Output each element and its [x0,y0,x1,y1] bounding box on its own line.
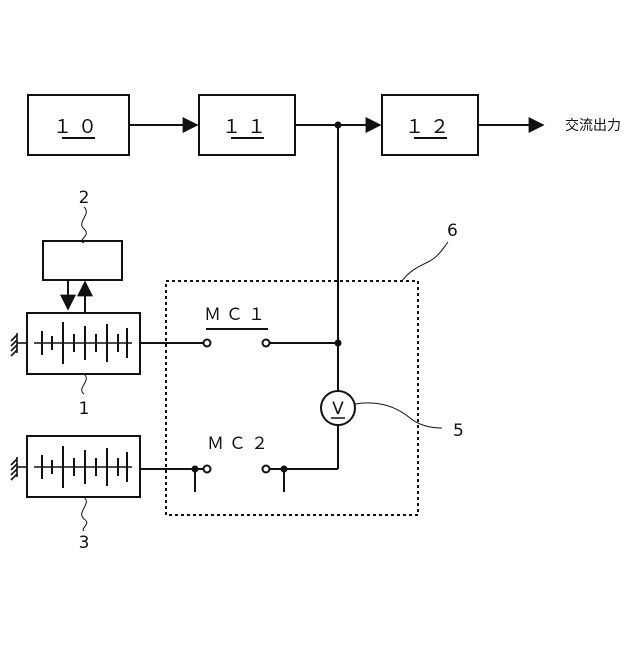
ac-output-label: 交流出力 [565,117,621,134]
mc1-contact-left [204,340,211,347]
mc2-label: ＭＣ２ [207,434,273,454]
leader-5 [355,403,442,428]
mc2-contact-left [204,466,211,473]
voltmeter-symbol: V [332,399,344,419]
mc1-contact-right [263,340,270,347]
ref-numeral-2: 2 [79,188,90,208]
battery-3-cells [34,446,132,488]
leader-3 [82,497,87,531]
mc1-label: ＭＣ１ [204,305,270,325]
mc2-contact-right [263,466,270,473]
ground-icon [11,333,27,356]
junction-dot [192,466,199,473]
block-12-label: １２ [405,116,455,138]
ref-numeral-1: 1 [79,399,90,419]
block-10-label: １０ [53,116,103,138]
controller-box-2 [43,241,122,280]
battery-1-cells [34,322,132,364]
leader-1 [82,374,87,394]
junction-dots [192,122,342,473]
junction-dot [335,340,342,347]
ground-icon [11,457,27,480]
leader-2 [82,207,87,243]
ref-numeral-6: 6 [447,221,458,241]
leader-6 [402,242,448,281]
junction-dot [335,122,342,129]
ref-numeral-5: 5 [453,421,464,441]
ref-numeral-3: 3 [79,533,90,553]
junction-dot [281,466,288,473]
block-11-label: １１ [222,116,272,138]
